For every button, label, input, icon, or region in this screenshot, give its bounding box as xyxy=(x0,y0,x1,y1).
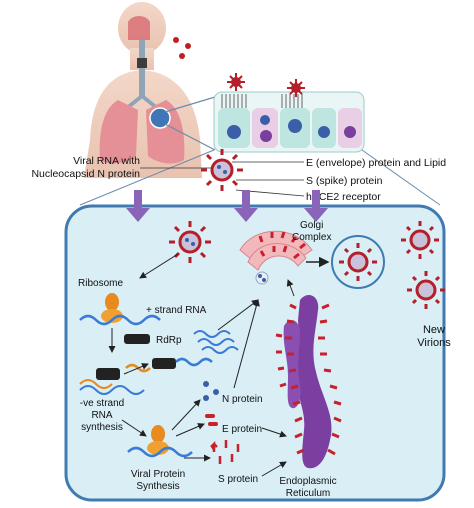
er-label: Endoplasmic xyxy=(279,476,336,487)
new-virions-label-line2: Virions xyxy=(417,337,451,349)
golgi-icon xyxy=(239,230,313,285)
virus-icon xyxy=(401,221,439,259)
virus-icon xyxy=(227,73,245,91)
s-protein-icons xyxy=(210,440,240,464)
viral-rna-label: Viral RNA with xyxy=(73,155,140,167)
ribosome-icon xyxy=(101,293,123,323)
ribosome-icon xyxy=(147,425,169,455)
viral-synthesis-label: Viral Protein xyxy=(131,469,185,480)
er-label-line2: Reticulum xyxy=(286,488,330,499)
neg-strand-label-line3: synthesis xyxy=(81,422,123,433)
golgi-label: Golgi xyxy=(300,220,323,231)
hace2-label: hACE2 receptor xyxy=(306,191,381,203)
human-lungs-icon xyxy=(84,2,202,178)
entry-arrows xyxy=(126,190,328,222)
plus-strand-copies xyxy=(193,330,239,354)
plus-strand-rna xyxy=(79,314,161,326)
airway-epithelium-icon xyxy=(213,91,365,153)
virus-icon xyxy=(287,79,305,97)
plus-strand-label: + strand RNA xyxy=(146,305,207,316)
viral-rna-label-line2: Nucleocapsid N protein xyxy=(31,168,140,180)
rdrp-label: RdRp xyxy=(156,335,182,346)
e-protein-inner-label: E protein xyxy=(222,424,262,435)
droplets xyxy=(173,37,191,59)
golgi-label-line2: Complex xyxy=(292,232,331,243)
n-protein-label: N protein xyxy=(222,394,263,405)
s-protein-label: S (spike) protein xyxy=(306,175,383,187)
s-protein-inner-label: S protein xyxy=(218,474,258,485)
ribosome-label: Ribosome xyxy=(78,278,123,289)
virus-icon xyxy=(339,243,377,281)
neg-strand-label-line2: RNA xyxy=(91,410,112,421)
virus-icon xyxy=(407,271,445,309)
e-protein-icons xyxy=(205,414,218,426)
rdrp-icon xyxy=(124,334,150,344)
new-virions-label: New xyxy=(423,324,445,336)
e-protein-label: E (envelope) protein and Lipid xyxy=(306,157,446,169)
neg-strand-label: -ve strand xyxy=(80,398,124,409)
rdrp-icon xyxy=(152,358,176,369)
n-protein-dots xyxy=(203,381,219,401)
virus-icon xyxy=(169,221,211,263)
viral-synthesis-label-line2: Synthesis xyxy=(136,481,179,492)
rdrp-icon xyxy=(96,368,120,380)
er-icon xyxy=(275,295,342,469)
virus-icon xyxy=(201,149,243,191)
